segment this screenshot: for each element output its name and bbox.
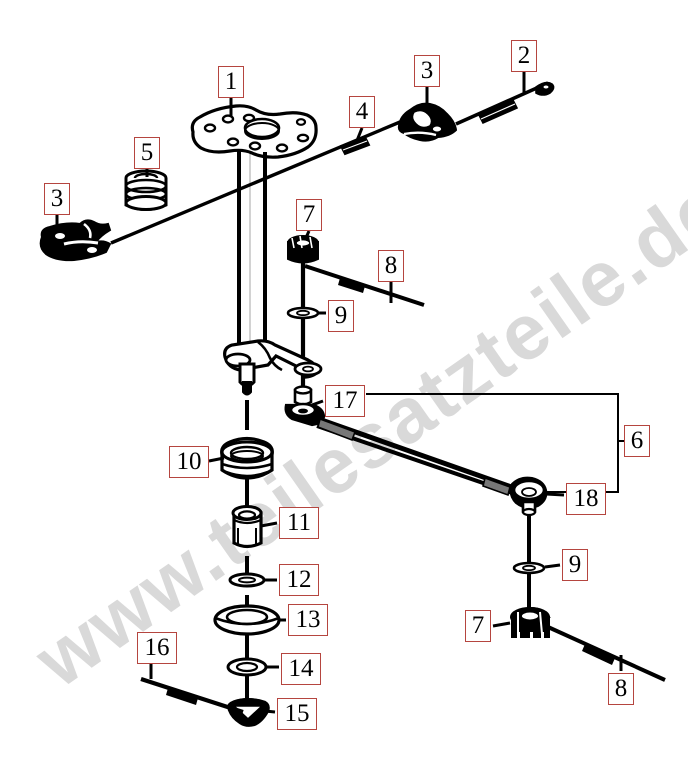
- callout-4[interactable]: 4: [349, 96, 375, 128]
- part-washer-lower-right: [512, 561, 546, 575]
- part-cotter-pin-lower-left: [140, 677, 244, 714]
- callout-6[interactable]: 6: [624, 425, 650, 457]
- part-outer-ball-joint: [509, 476, 548, 517]
- callout-12[interactable]: 12: [279, 564, 319, 596]
- part-drag-link-bar: [312, 414, 525, 499]
- part-shaft-nut: [227, 698, 270, 727]
- callout-15[interactable]: 15: [277, 698, 317, 730]
- callout-16[interactable]: 16: [137, 632, 177, 664]
- callout-14[interactable]: 14: [281, 653, 321, 685]
- part-thrust-washer: [213, 604, 281, 636]
- callout-9b[interactable]: 9: [562, 549, 588, 581]
- callout-5[interactable]: 5: [134, 137, 160, 169]
- part-cotter-pin-lower-right: [547, 625, 666, 682]
- callout-13[interactable]: 13: [288, 604, 328, 636]
- callout-10[interactable]: 10: [169, 446, 209, 478]
- part-upper-drag-rod: [455, 81, 555, 126]
- part-lock-washer: [226, 657, 268, 677]
- callout-3b[interactable]: 3: [44, 183, 70, 215]
- callout-17[interactable]: 17: [325, 385, 365, 417]
- callout-18[interactable]: 18: [566, 483, 606, 515]
- part-clamp-bracket-upper: [397, 102, 458, 142]
- callout-7a[interactable]: 7: [296, 199, 322, 231]
- part-o-ring: [228, 572, 266, 588]
- callout-8b[interactable]: 8: [608, 673, 634, 705]
- part-castle-nut-upper: [287, 235, 319, 264]
- callout-9a[interactable]: 9: [328, 300, 354, 332]
- part-column-bushing: [124, 169, 168, 211]
- column-support-bracket: [223, 339, 323, 396]
- callout-11[interactable]: 11: [279, 507, 319, 539]
- callout-1[interactable]: 1: [218, 66, 244, 98]
- leader-lines: [55, 72, 623, 714]
- callout-7b[interactable]: 7: [465, 610, 491, 642]
- part-column-bearing: [220, 436, 274, 480]
- callout-8a[interactable]: 8: [378, 250, 404, 282]
- part-mounting-plate: [190, 104, 318, 159]
- part-spacer-sleeve: [231, 505, 263, 549]
- part-cotter-pin-upper: [304, 264, 425, 307]
- part-castle-nut-lower: [509, 606, 551, 638]
- part-washer-upper: [286, 306, 320, 320]
- callout-2[interactable]: 2: [511, 40, 537, 72]
- callout-3a[interactable]: 3: [414, 55, 440, 87]
- part-clamp-bracket-lower: [39, 219, 112, 262]
